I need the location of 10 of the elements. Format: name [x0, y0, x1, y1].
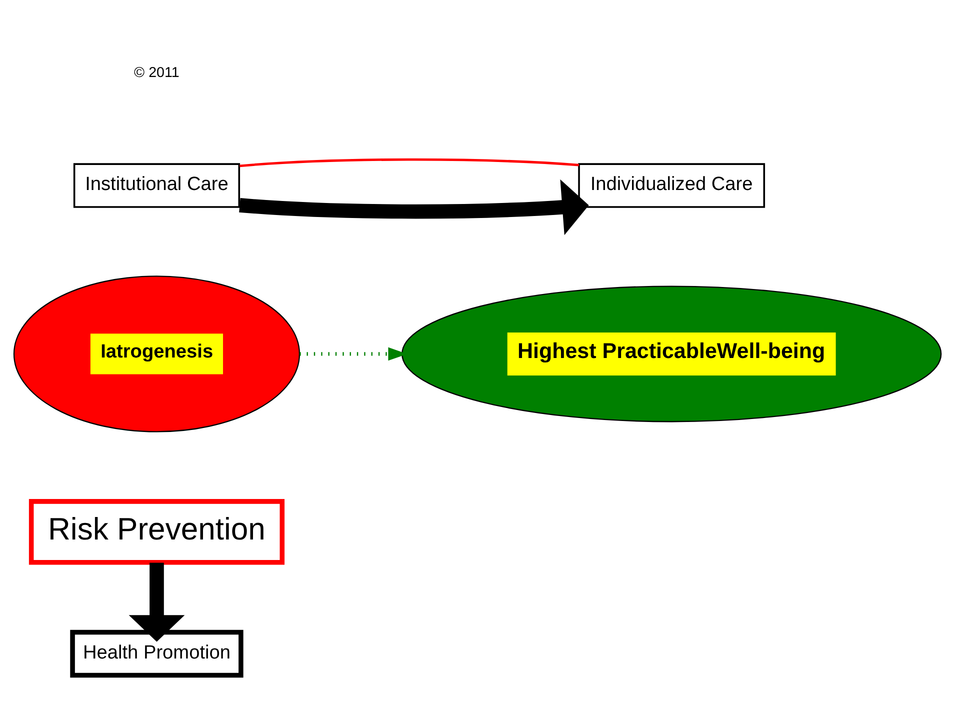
connector [239, 158, 579, 167]
node-box: Health Promotion [70, 629, 243, 678]
node-box: Institutional Care [72, 162, 240, 208]
node-ellipse: Iatrogenesis [12, 275, 300, 432]
node-box: Individualized Care [578, 162, 765, 208]
node-box: Risk Prevention [28, 498, 284, 564]
label: © 2011 [134, 64, 179, 80]
arrow [238, 178, 588, 235]
node-ellipse: Highest PracticableWell-being [401, 285, 942, 422]
arrow [128, 562, 184, 642]
